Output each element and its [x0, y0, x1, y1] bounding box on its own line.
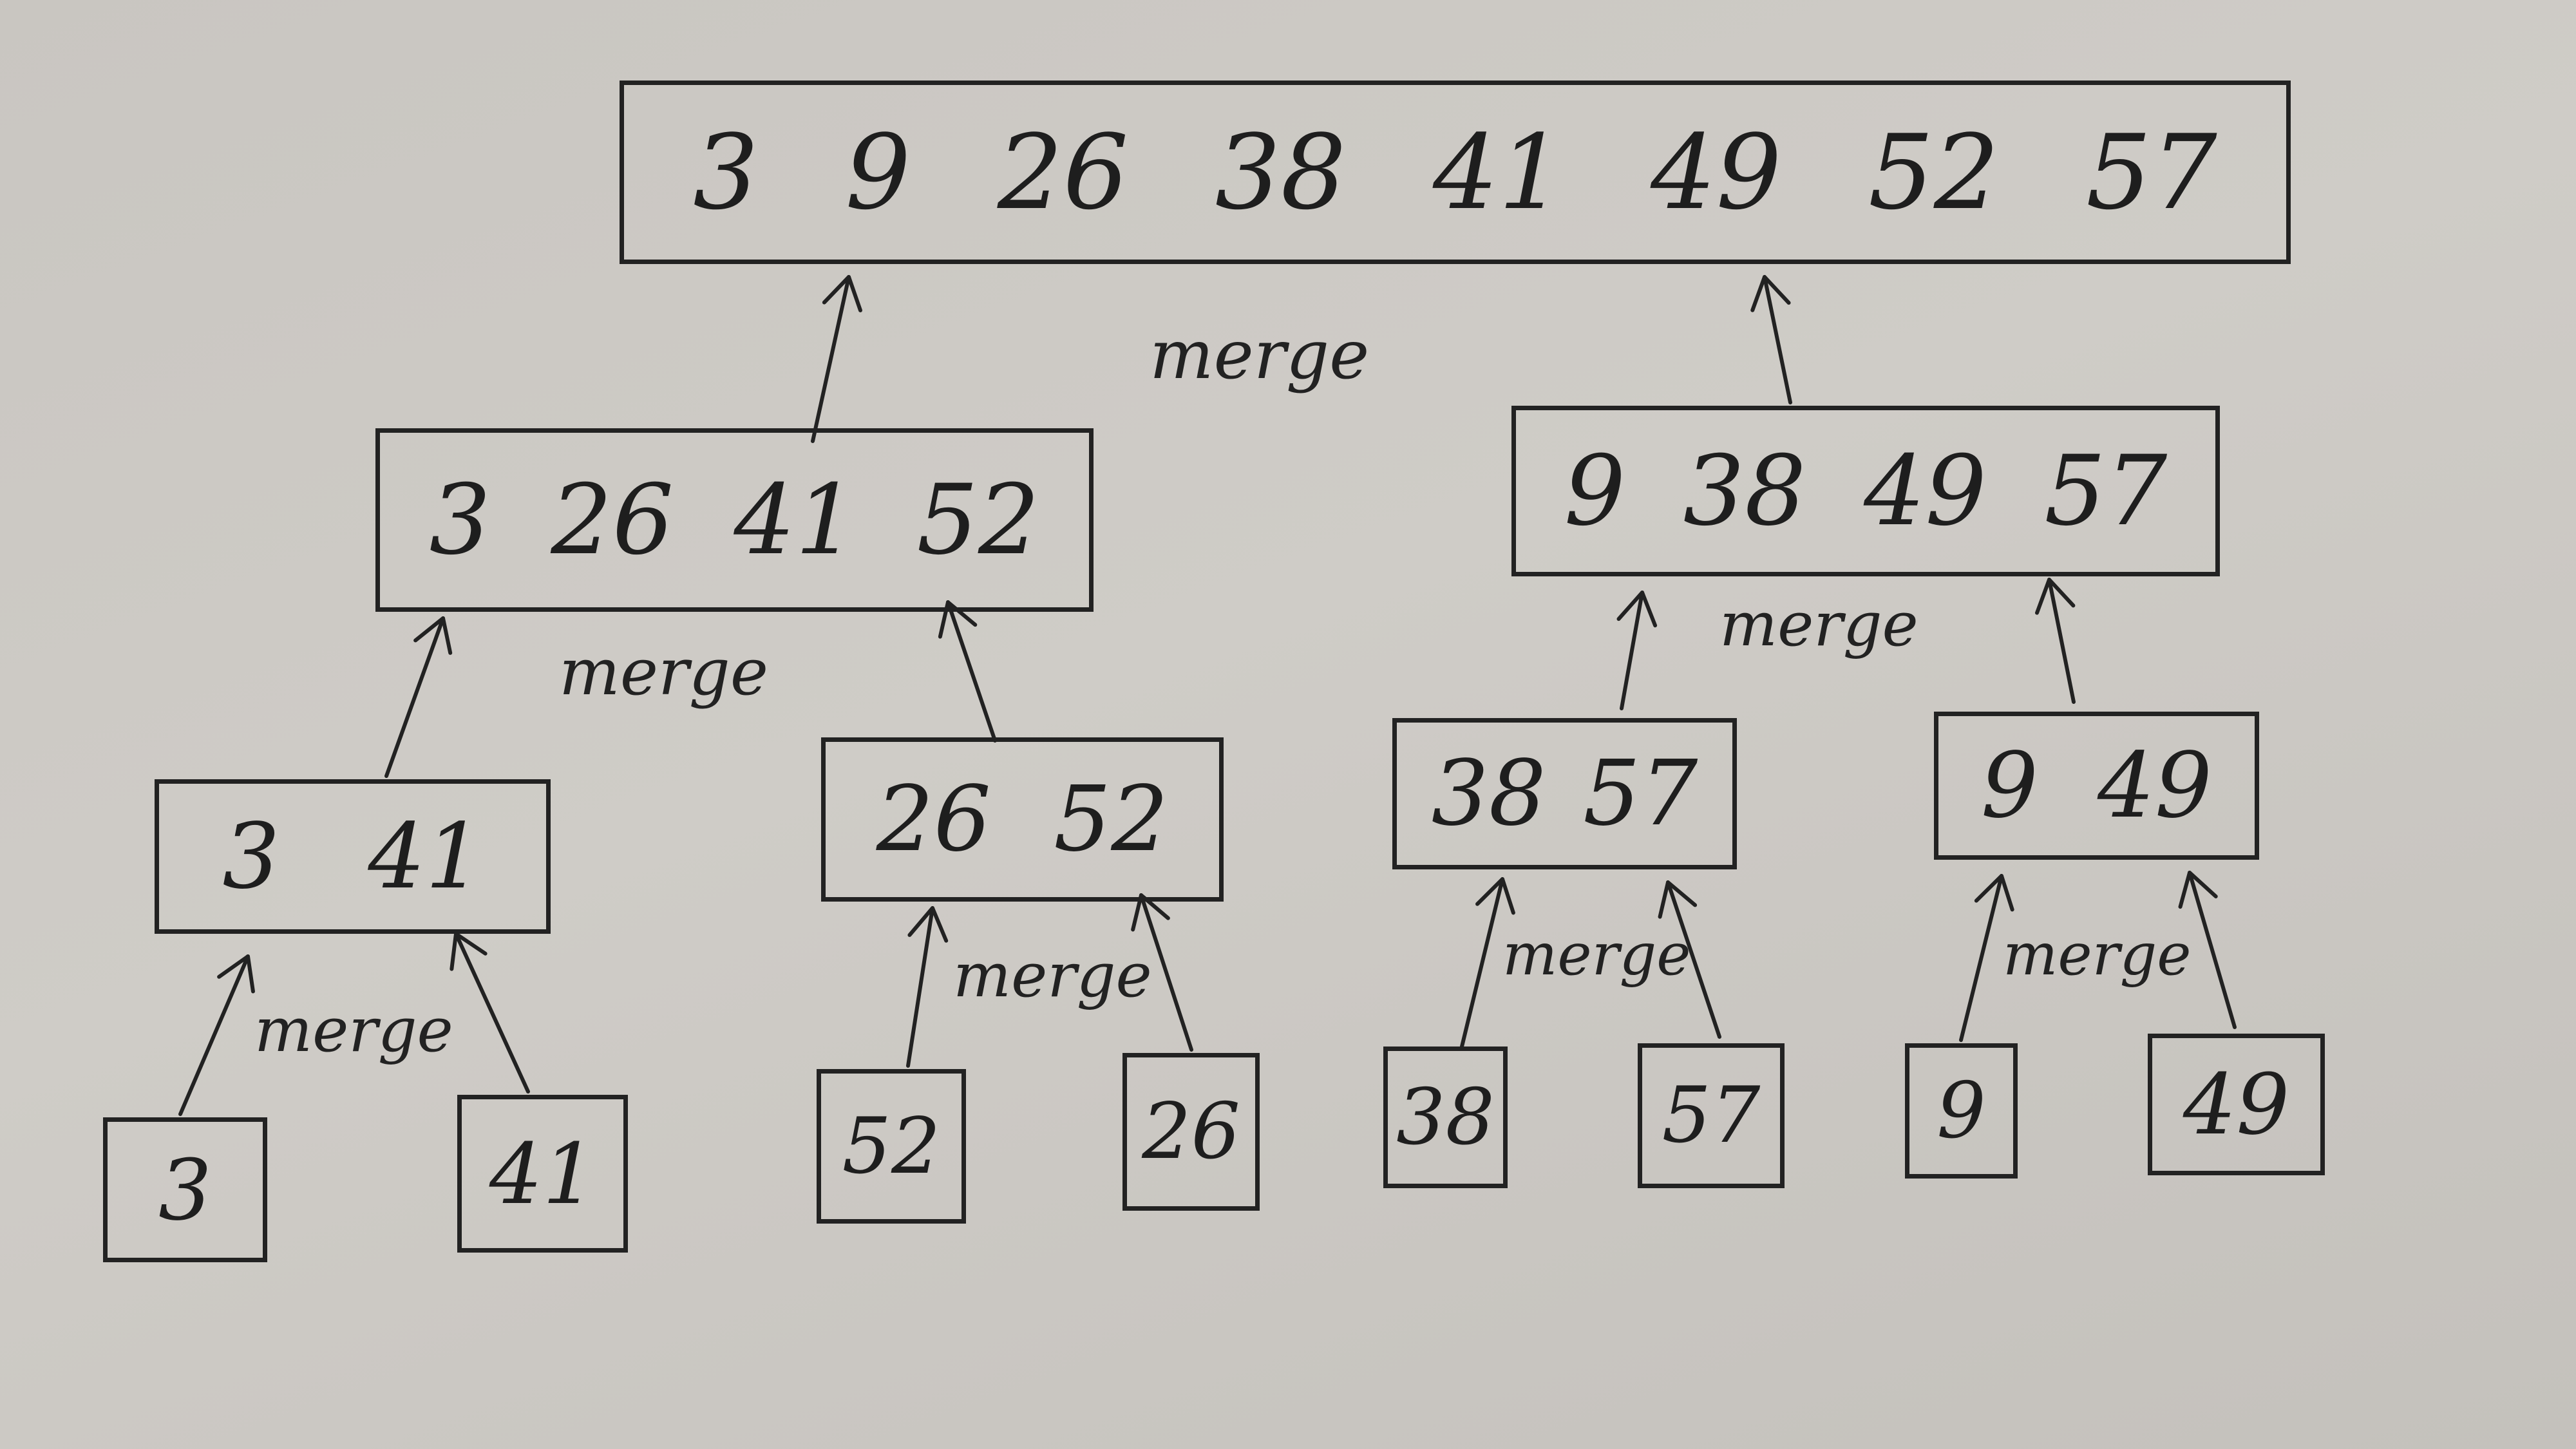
merge-arrow — [1460, 877, 1515, 1048]
level3-box: 3 41 — [155, 779, 551, 934]
level3-box: 38 57 — [1392, 718, 1737, 869]
arrow-head — [938, 600, 978, 639]
leaf-value: 41 — [489, 1124, 596, 1223]
merge-label: merge — [1150, 316, 1370, 394]
leaf-box: 41 — [457, 1095, 628, 1253]
arrow-head — [450, 932, 488, 971]
root-value: 52 — [1868, 112, 2000, 232]
arrow-head — [1658, 880, 1698, 919]
merge-label: merge — [254, 995, 453, 1066]
root-value: 3 — [693, 112, 759, 232]
root-value: 57 — [2086, 112, 2217, 232]
level2-left-value: 41 — [734, 464, 857, 576]
merge-arrow — [906, 906, 949, 1068]
leaf-value: 26 — [1142, 1087, 1240, 1177]
level2-left-value: 3 — [429, 464, 491, 576]
level3-value: 41 — [368, 804, 483, 909]
root-array-box: 3 9 26 38 41 49 52 57 — [620, 80, 2291, 264]
arrow-head — [1131, 893, 1170, 932]
leaf-value: 9 — [1937, 1066, 1986, 1156]
arrow-head — [2178, 871, 2218, 909]
root-value: 26 — [997, 112, 1129, 232]
leaf-box: 49 — [2148, 1034, 2325, 1175]
root-value: 49 — [1650, 112, 1782, 232]
level2-right-value: 49 — [1864, 435, 1987, 547]
merge-label: merge — [1502, 921, 1691, 989]
arrow-head — [822, 275, 863, 312]
level2-right-value: 9 — [1564, 435, 1626, 547]
arrow-head — [2035, 578, 2076, 615]
merge-arrow — [2178, 871, 2237, 1029]
merge-arrow — [384, 616, 453, 778]
leaf-value: 52 — [842, 1101, 941, 1191]
level2-right-value: 57 — [2044, 435, 2168, 547]
level2-right-value: 38 — [1683, 435, 1806, 547]
leaf-box: 3 — [103, 1117, 267, 1262]
merge-arrow — [811, 275, 863, 443]
merge-arrow — [1959, 874, 2014, 1042]
level3-value: 3 — [222, 804, 280, 909]
root-value: 9 — [845, 112, 911, 232]
level2-right-box: 9 38 49 57 — [1511, 406, 2220, 576]
arrow-head — [1475, 877, 1515, 915]
level3-box: 26 52 — [821, 737, 1224, 902]
leaf-box: 38 — [1383, 1046, 1508, 1188]
level3-value: 57 — [1583, 741, 1698, 846]
leaf-value: 57 — [1662, 1071, 1761, 1160]
leaf-box: 9 — [1905, 1043, 2018, 1179]
leaf-box: 52 — [817, 1069, 966, 1224]
merge-arrow — [178, 954, 255, 1116]
level3-value: 26 — [876, 767, 991, 872]
leaf-box: 57 — [1638, 1043, 1785, 1188]
level3-value: 49 — [2097, 733, 2213, 838]
level2-left-box: 3 26 41 52 — [375, 428, 1094, 612]
level2-left-value: 52 — [916, 464, 1040, 576]
merge-arrow — [450, 932, 530, 1094]
merge-arrow — [1616, 591, 1658, 710]
merge-label: merge — [2003, 921, 2192, 989]
leaf-value: 38 — [1396, 1072, 1495, 1162]
merge-label: merge — [559, 634, 768, 710]
arrow-head — [1974, 874, 2014, 912]
root-value: 41 — [1432, 112, 1564, 232]
arrow-head — [217, 954, 255, 994]
leaf-value: 3 — [158, 1141, 212, 1239]
arrow-head — [1616, 591, 1658, 628]
merge-label: merge — [953, 940, 1152, 1011]
leaf-box: 26 — [1122, 1053, 1260, 1211]
arrow-head — [1750, 275, 1791, 312]
merge-arrow — [1658, 880, 1721, 1039]
level3-value: 9 — [1980, 733, 2039, 838]
leaf-value: 49 — [2183, 1056, 2290, 1153]
level3-value: 38 — [1431, 741, 1546, 846]
level3-value: 52 — [1054, 767, 1169, 872]
level3-box: 9 49 — [1934, 712, 2259, 860]
merge-arrow — [938, 600, 997, 743]
arrow-head — [413, 616, 453, 655]
merge-arrow — [2035, 578, 2076, 704]
arrow-head — [907, 906, 949, 943]
merge-arrow — [1750, 275, 1792, 404]
merge-arrow — [1131, 893, 1193, 1052]
level2-left-value: 26 — [551, 464, 674, 576]
root-value: 38 — [1215, 112, 1347, 232]
merge-label: merge — [1719, 589, 1918, 660]
